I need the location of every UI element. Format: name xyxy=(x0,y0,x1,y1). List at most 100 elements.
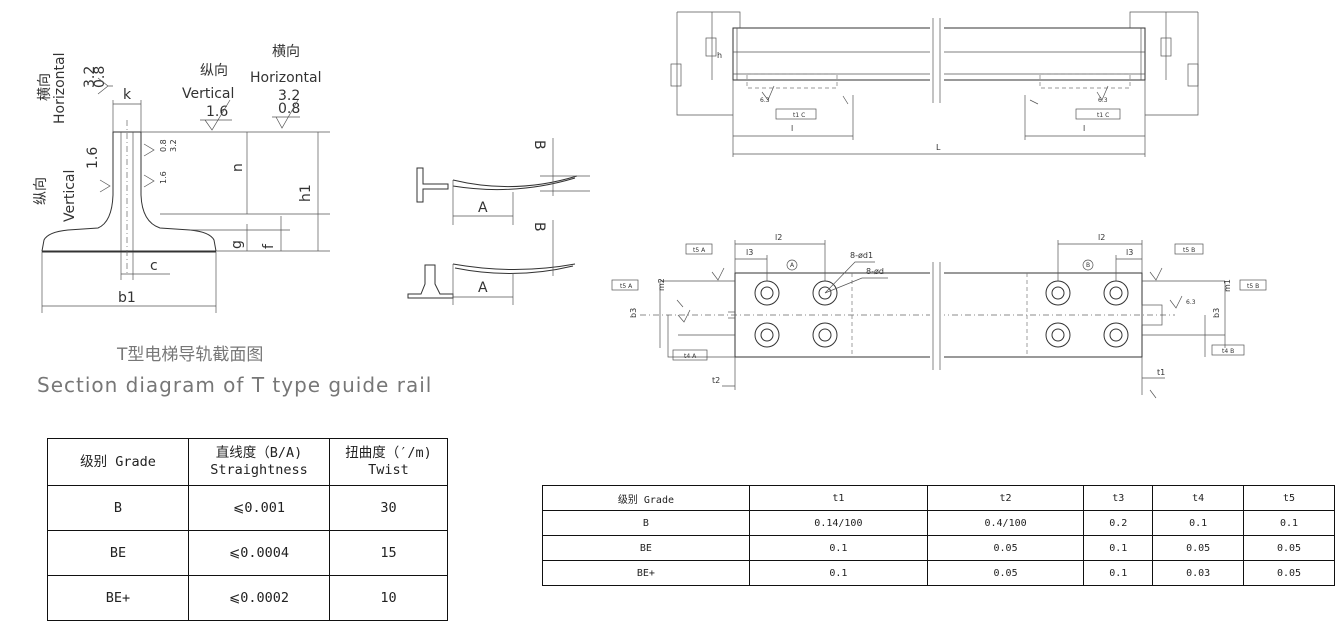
grade-straightness-table: 级别 Grade 直线度（B/A)Straightness 扭曲度（′/m)Tw… xyxy=(47,438,448,621)
header-straightness: 直线度（B/A)Straightness xyxy=(188,438,330,486)
roughness-top-left: 横向 Horizontal 3.2 0.8 xyxy=(37,53,113,124)
cell-twist: 10 xyxy=(329,575,448,621)
svg-text:t5 A: t5 A xyxy=(620,283,633,290)
cell-t4: 0.03 xyxy=(1152,560,1245,586)
svg-text:3.2: 3.2 xyxy=(82,66,98,88)
cell-twist: 15 xyxy=(329,530,448,576)
cell-grade: B xyxy=(542,510,750,536)
dim-n: n xyxy=(230,163,246,172)
dim-A-2: A xyxy=(478,280,488,296)
cell-t1: 0.1 xyxy=(748,535,928,561)
cell-t2: 0.05 xyxy=(926,535,1085,561)
dim-h1: h1 xyxy=(298,184,314,202)
dim-L: L xyxy=(936,143,941,152)
dim-l2-right: l2 xyxy=(1098,233,1105,242)
straightness-sketches: A B A B xyxy=(407,138,590,305)
cell-twist: 30 xyxy=(329,485,448,531)
dim-A-1: A xyxy=(478,200,488,216)
svg-text:t5 B: t5 B xyxy=(1247,283,1259,290)
table-header-row: 级别 Grade t1 t2 t3 t4 t5 xyxy=(542,485,1335,511)
cell-t4: 0.05 xyxy=(1152,535,1245,561)
table-row: BE 0.1 0.05 0.1 0.05 0.05 xyxy=(542,535,1335,561)
svg-text:纵向: 纵向 xyxy=(33,177,49,205)
cell-straightness: ⩽0.0002 xyxy=(188,575,330,621)
dim-f: f xyxy=(261,243,277,249)
svg-text:6.3: 6.3 xyxy=(1186,299,1196,306)
cell-straightness: ⩽0.0004 xyxy=(188,530,330,576)
dim-b3-left: b3 xyxy=(629,308,638,318)
dim-t2: t2 xyxy=(712,376,720,385)
dim-m2: m2 xyxy=(657,278,666,291)
top-view: l2 l3 l2 l3 8-ød1 8-ød A B m2 b3 t5 A t4… xyxy=(611,233,1267,399)
svg-text:Vertical: Vertical xyxy=(62,170,78,222)
header-t5: t5 xyxy=(1243,485,1335,511)
svg-text:Horizontal: Horizontal xyxy=(52,53,68,124)
roughness-top-center: 纵向 Vertical 1.6 xyxy=(182,63,234,131)
cell-grade: BE+ xyxy=(47,575,189,621)
section-title-en: Section diagram of T type guide rail xyxy=(37,373,432,397)
cell-straightness: ⩽0.001 xyxy=(188,485,330,531)
cell-t2: 0.05 xyxy=(926,560,1085,586)
dim-l3-right: l3 xyxy=(1126,248,1133,257)
cell-t5: 0.1 xyxy=(1243,510,1335,536)
cell-t3: 0.1 xyxy=(1083,560,1154,586)
dim-g: g xyxy=(229,240,245,249)
svg-text:横向: 横向 xyxy=(272,44,300,60)
dim-l3-left: l3 xyxy=(746,248,753,257)
header-t3: t3 xyxy=(1083,485,1154,511)
table-row: BE ⩽0.0004 15 xyxy=(47,530,448,576)
svg-text:t4 A: t4 A xyxy=(684,353,697,360)
header-t2: t2 xyxy=(926,485,1085,511)
table-row: BE+ ⩽0.0002 10 xyxy=(47,575,448,621)
cell-t2: 0.4/100 xyxy=(926,510,1085,536)
svg-text:B: B xyxy=(1086,262,1090,269)
svg-text:0.8: 0.8 xyxy=(92,66,108,88)
roughness-top-right: 横向 Horizontal 3.2 0.8 xyxy=(250,44,321,129)
header-t1: t1 xyxy=(748,485,928,511)
table-header-row: 级别 Grade 直线度（B/A)Straightness 扭曲度（′/m)Tw… xyxy=(47,438,448,486)
dim-B-2: B xyxy=(531,222,547,232)
dim-l2-left: l2 xyxy=(775,233,782,242)
cell-grade: BE xyxy=(47,530,189,576)
dim-h: h xyxy=(717,51,722,60)
cell-grade: BE xyxy=(542,535,750,561)
header-grade: 级别 Grade xyxy=(47,438,189,486)
svg-text:3.2: 3.2 xyxy=(169,139,178,152)
svg-text:t4 B: t4 B xyxy=(1222,348,1234,355)
dim-t1: t1 xyxy=(1157,368,1165,377)
dim-l-left: l xyxy=(791,124,793,133)
dim-b3-right: b3 xyxy=(1212,308,1221,318)
roughness-web-left: 纵向 Vertical 1.6 xyxy=(33,147,111,222)
section-title-cn: T型电梯导轨截面图 xyxy=(116,345,263,365)
dim-b1: b1 xyxy=(118,290,136,306)
cell-t4: 0.1 xyxy=(1152,510,1245,536)
svg-text:纵向: 纵向 xyxy=(200,63,228,79)
cell-t5: 0.05 xyxy=(1243,535,1335,561)
hole-d1: 8-ød1 xyxy=(850,251,873,260)
svg-text:A: A xyxy=(790,262,795,269)
dim-k: k xyxy=(123,87,132,103)
header-t4: t4 xyxy=(1152,485,1245,511)
svg-text:Vertical: Vertical xyxy=(182,86,234,102)
table-row: BE+ 0.1 0.05 0.1 0.03 0.05 xyxy=(542,560,1335,586)
dim-B-1: B xyxy=(531,140,547,150)
cell-t3: 0.2 xyxy=(1083,510,1154,536)
cell-t1: 0.1 xyxy=(748,560,928,586)
header-grade: 级别 Grade xyxy=(542,485,750,511)
svg-text:1.6: 1.6 xyxy=(85,147,101,169)
svg-text:t5 A: t5 A xyxy=(693,247,706,254)
cell-t5: 0.05 xyxy=(1243,560,1335,586)
svg-text:3.2: 3.2 xyxy=(278,88,300,104)
grade-tolerance-table: 级别 Grade t1 t2 t3 t4 t5 B 0.14/100 0.4/1… xyxy=(542,485,1335,586)
cell-grade: B xyxy=(47,485,189,531)
svg-text:0.8: 0.8 xyxy=(278,101,300,117)
rail-cross-section: k n h1 g f c b1 横向 Horizontal 3.2 0.8 xyxy=(33,44,432,397)
svg-text:t1 C: t1 C xyxy=(793,112,805,119)
cell-t1: 0.14/100 xyxy=(748,510,928,536)
table-row: B ⩽0.001 30 xyxy=(47,485,448,531)
dim-l-right: l xyxy=(1083,124,1085,133)
hole-d: 8-ød xyxy=(866,267,884,276)
cell-t3: 0.1 xyxy=(1083,535,1154,561)
svg-text:6.3: 6.3 xyxy=(760,97,770,104)
cell-grade: BE+ xyxy=(542,560,750,586)
